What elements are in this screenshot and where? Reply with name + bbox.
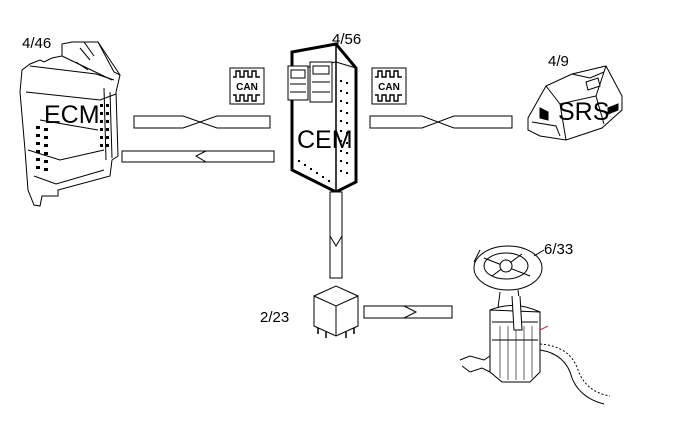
ecm-name-label: ECM — [44, 101, 100, 129]
relay-code-label: 2/23 — [260, 309, 290, 326]
srs-name-label: SRS — [558, 98, 610, 126]
ecm-code-label: 4/46 — [22, 35, 52, 52]
srs-code-label: 4/9 — [548, 53, 569, 70]
can-badge-left-label: CAN — [236, 82, 258, 93]
cem-name-label: CEM — [297, 126, 353, 154]
arrow-cem-srs-bidirectional — [369, 115, 513, 129]
can-badge-right-label: CAN — [378, 82, 400, 93]
can-badge-left — [229, 67, 265, 105]
cem-module — [287, 42, 358, 194]
fuel-pump-component — [459, 245, 611, 405]
can-badge-right — [371, 67, 407, 105]
arrow-ecm-cem-bidirectional — [133, 115, 271, 129]
relay-component — [313, 285, 359, 338]
arrow-cem-to-relay — [329, 191, 343, 279]
arrow-ecm-to-cem — [121, 150, 275, 163]
arrow-relay-to-pump — [363, 305, 453, 319]
cem-code-label: 4/56 — [332, 31, 362, 48]
fuel-pump-code-label: 6/33 — [544, 241, 574, 258]
srs-module — [527, 65, 623, 141]
ecm-module — [19, 41, 121, 207]
